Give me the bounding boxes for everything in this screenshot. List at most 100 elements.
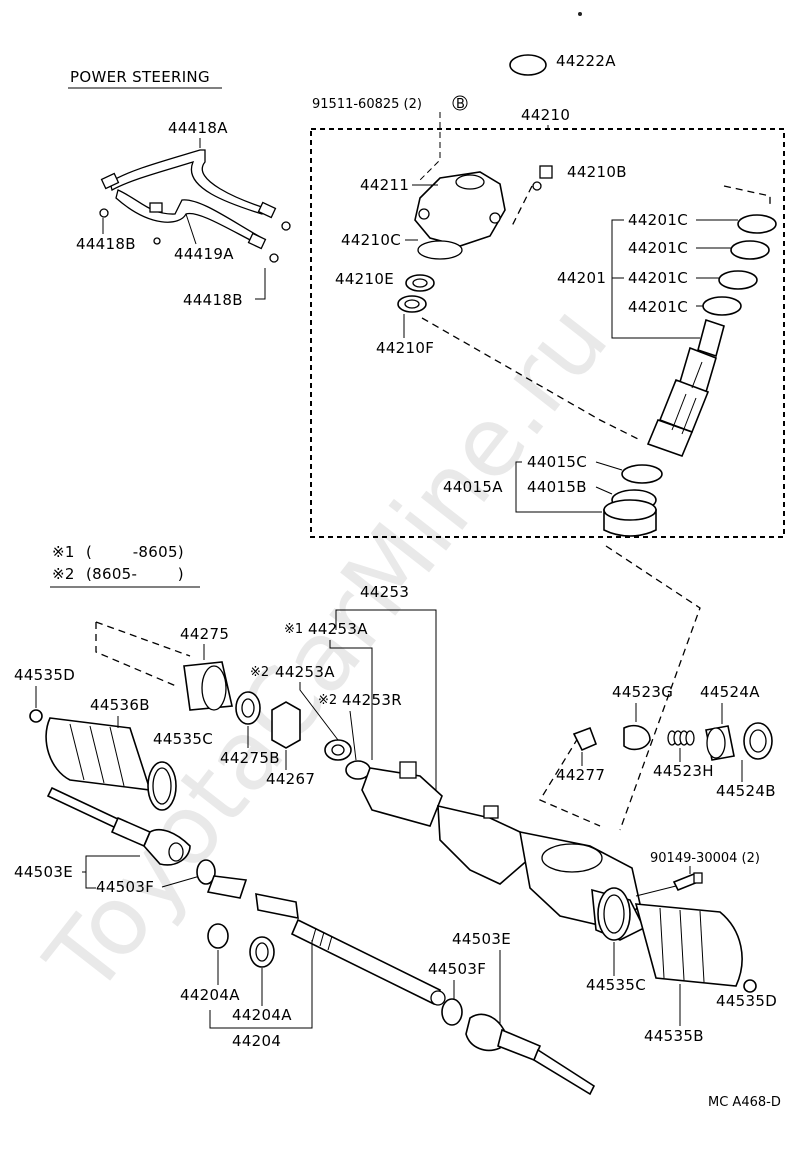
diagram-title: POWER STEERING [70,68,210,86]
label-44503F-1: 44503F [96,878,154,896]
figure-code: MC A468-D [708,1095,781,1110]
label-44253: 44253 [360,583,409,601]
bearing-44210F-inner [404,299,420,309]
label-44253R-n2: ※2 [318,693,337,708]
label-44201C-2: 44201C [628,239,688,257]
label-44253R: 44253R [342,691,402,709]
label-44015C: 44015C [527,453,587,471]
rack-tube-port [399,761,417,779]
label-44535D-1: 44535D [14,666,75,684]
label-44253A-2: 44253A [275,663,335,681]
dashed-leader [95,622,177,687]
label-44210F: 44210F [376,339,434,357]
label-44201C-4: 44201C [628,298,688,316]
clamp-44535C-inner [152,767,172,805]
footnote-1-range: ( -8605) [86,543,184,561]
bushing-44253A-inner [331,744,345,756]
leader [185,213,197,245]
rack-tube-44253 [361,767,443,827]
mark-b: B [456,97,465,112]
label-44201C-3: 44201C [628,269,688,287]
plug-small [532,181,542,191]
bracket [85,872,96,889]
label-44210: 44210 [521,106,570,124]
tie-rod-end-left [46,786,191,866]
label-44503E-2: 44503E [452,930,511,948]
spring-44523H [667,730,695,746]
clip-44535D [29,709,43,723]
label-44015B: 44015B [527,478,587,496]
bearing-44015C [621,464,663,484]
label-44503E-1: 44503E [14,863,73,881]
clamp-44535C-right-inner [603,894,625,934]
lock-nut-left [196,859,216,885]
seal-ring-44201C [730,240,770,260]
lock-nut-44524B-inner [749,729,767,753]
ring-44275B-inner [241,698,255,718]
rack-end-left [206,875,248,899]
label-44277: 44277 [556,766,605,784]
bracket [335,609,437,790]
seal-44015A-top [603,499,657,521]
label-44275B: 44275B [220,749,280,767]
spring-cap-44524A-face [706,727,726,759]
tie-rod-end-right [465,1013,596,1096]
label-44418B: 44418B [183,291,243,309]
cushion-44275-end [201,665,227,711]
boot-44535B [634,903,743,987]
rack-guide-44277 [572,726,598,752]
nut-44267 [271,701,301,749]
bracket [329,640,373,760]
seal-ring-44201C [737,214,777,234]
label-44210E: 44210E [335,270,394,288]
mark-b-circle [452,95,468,111]
dashed-leader [723,185,771,205]
steering-rack-44204 [290,918,446,1006]
leader [299,682,339,741]
leader [349,710,357,761]
rack-end-left-joint [255,892,299,920]
label-44211: 44211 [360,176,409,194]
bracket [515,461,602,513]
footnote-1-mark: ※1 [52,543,75,561]
label-90149: 90149-30004 (2) [650,851,760,866]
leader [255,268,266,300]
seal-44210E-inner [412,278,428,288]
label-44253A: 44253A [308,620,368,638]
pressure-tube-assembly [99,149,291,263]
label-44253A-n1: ※1 [284,622,303,637]
bracket [209,940,313,1029]
seal-ring-44201C [718,270,758,290]
bracket [611,219,700,339]
bolt-90149-head [693,872,703,884]
rack-bushing-44204A [207,923,229,949]
label-44535C-2: 44535C [586,976,646,994]
label-44201: 44201 [557,269,606,287]
label-44524B: 44524B [716,782,776,800]
seal-ring-44201C [702,296,742,316]
valve-housing-44211 [414,171,506,260]
label-44210C: 44210C [341,231,401,249]
valve-housing-group-box [310,128,785,538]
label-44204A-1: 44204A [180,986,240,1004]
label-44523H: 44523H [653,762,714,780]
label-44418A: 44418A [168,119,228,137]
lock-nut-right [441,998,463,1026]
dashed-leader [421,317,641,441]
leader [161,875,201,888]
label-44535C-1: 44535C [153,730,213,748]
label-44535B: 44535B [644,1027,704,1045]
leader [595,486,613,495]
label-44523G: 44523G [612,683,673,701]
label-44419A: 44419A [174,245,234,263]
pinion-valve-shaft-44201 [646,318,725,458]
label-44536B: 44536B [90,696,150,714]
leader [595,461,623,471]
dashed-leader [605,545,701,831]
rack-guide-44523G [623,724,651,751]
bracket [82,855,140,873]
clip-44535D-right [743,979,757,993]
leader [419,112,441,181]
label-44204: 44204 [232,1032,281,1050]
